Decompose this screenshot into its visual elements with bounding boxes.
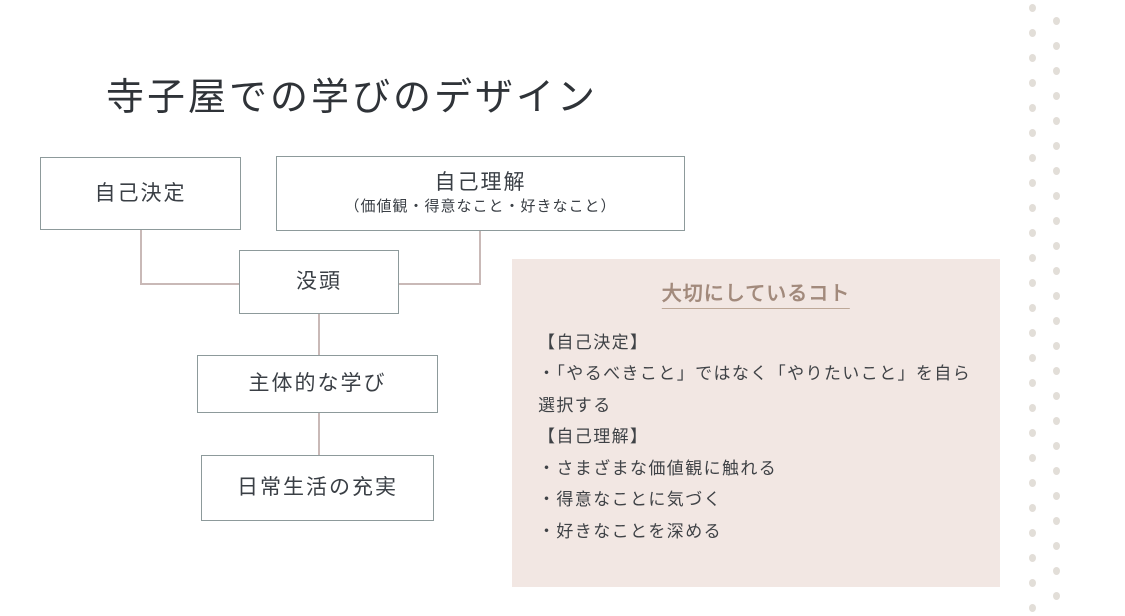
decorative-dot — [1053, 92, 1060, 100]
decorative-dot — [1029, 254, 1036, 262]
note-panel: 大切にしているコト 【自己決定】 ・「やるべきこと」ではなく「やりたいこと」を自… — [512, 259, 1000, 587]
decorative-dot-column-right — [1053, 0, 1063, 616]
decorative-dot — [1053, 367, 1060, 375]
connector-jikoketteii-horizontal — [140, 283, 240, 285]
decorative-dot — [1053, 142, 1060, 150]
decorative-dot — [1053, 167, 1060, 175]
decorative-dot — [1053, 317, 1060, 325]
decorative-dot — [1029, 479, 1036, 487]
decorative-dot — [1029, 529, 1036, 537]
decorative-dot — [1053, 467, 1060, 475]
decorative-dot — [1053, 67, 1060, 75]
decorative-dot — [1053, 117, 1060, 125]
note-line: 【自己理解】 — [538, 427, 649, 447]
decorative-dot — [1053, 567, 1060, 575]
decorative-dot — [1029, 104, 1036, 112]
diagram-node-nichijou-seikatsu[interactable]: 日常生活の充実 — [201, 455, 434, 521]
connector-jikorikai-horizontal — [398, 283, 480, 285]
connector-jikoketteii-vertical — [140, 230, 142, 285]
note-line: ・「やるべきこと」ではなく「やりたいこと」を自ら選択する — [538, 364, 972, 415]
note-line: 【自己決定】 — [538, 333, 649, 352]
connector-shutaiteki-to-nichijou — [318, 413, 320, 456]
node-label: 日常生活の充実 — [237, 476, 398, 500]
connector-bottou-to-shutaiteki — [318, 314, 320, 356]
decorative-dot — [1053, 42, 1060, 50]
node-label: 没頭 — [296, 270, 342, 294]
connector-jikorikai-vertical — [479, 231, 481, 285]
diagram-node-bottou[interactable]: 没頭 — [239, 250, 399, 314]
decorative-dot — [1053, 542, 1060, 550]
decorative-dot — [1053, 517, 1060, 525]
decorative-dot — [1029, 379, 1036, 387]
node-label: 主体的な学び — [248, 372, 387, 396]
decorative-dot — [1029, 604, 1036, 612]
decorative-dot — [1053, 217, 1060, 225]
decorative-dot — [1029, 129, 1036, 137]
decorative-dot — [1053, 292, 1060, 300]
node-sublabel: （価値観・得意なこと・好きなこと） — [344, 198, 617, 216]
note-line: ・好きなことを深める — [538, 521, 722, 541]
decorative-dot — [1029, 429, 1036, 437]
decorative-dot — [1053, 192, 1060, 200]
decorative-dot — [1029, 179, 1036, 187]
decorative-dot — [1029, 54, 1036, 62]
decorative-dot — [1029, 79, 1036, 87]
diagram-node-jiko-kettei[interactable]: 自己決定 — [40, 157, 241, 230]
diagram-node-jiko-rikai[interactable]: 自己理解 （価値観・得意なこと・好きなこと） — [276, 156, 685, 231]
decorative-dot — [1029, 554, 1036, 562]
decorative-dot — [1029, 29, 1036, 37]
decorative-dot — [1029, 504, 1036, 512]
note-line: ・さまざまな価値観に触れる — [538, 458, 778, 478]
node-label: 自己決定 — [94, 181, 187, 205]
decorative-dot — [1053, 392, 1060, 400]
decorative-dot — [1029, 229, 1036, 237]
decorative-dot — [1029, 329, 1036, 337]
page-title: 寺子屋での学びのデザイン — [106, 77, 599, 119]
note-body: 【自己決定】 ・「やるべきこと」ではなく「やりたいこと」を自ら選択する 【自己理… — [538, 327, 974, 547]
note-line: ・得意なことに気づく — [538, 490, 722, 510]
decorative-dot — [1029, 154, 1036, 162]
diagram-node-shutaiteki-manabi[interactable]: 主体的な学び — [197, 355, 438, 413]
decorative-dot — [1029, 354, 1036, 362]
decorative-dot — [1053, 342, 1060, 350]
decorative-dot — [1053, 442, 1060, 450]
decorative-dot — [1053, 592, 1060, 600]
decorative-dot — [1029, 454, 1036, 462]
decorative-dot — [1053, 492, 1060, 500]
decorative-dot — [1029, 579, 1036, 587]
decorative-dot — [1029, 204, 1036, 212]
node-label: 自己理解 — [434, 171, 527, 195]
decorative-dot — [1029, 404, 1036, 412]
decorative-dot — [1053, 17, 1060, 25]
decorative-dot — [1029, 304, 1036, 312]
decorative-dot — [1053, 242, 1060, 250]
decorative-dot-column-left — [1029, 0, 1039, 616]
decorative-dot — [1053, 267, 1060, 275]
decorative-dot — [1029, 279, 1036, 287]
note-heading: 大切にしているコト — [661, 277, 851, 309]
decorative-dot — [1029, 4, 1036, 12]
decorative-dot — [1053, 417, 1060, 425]
